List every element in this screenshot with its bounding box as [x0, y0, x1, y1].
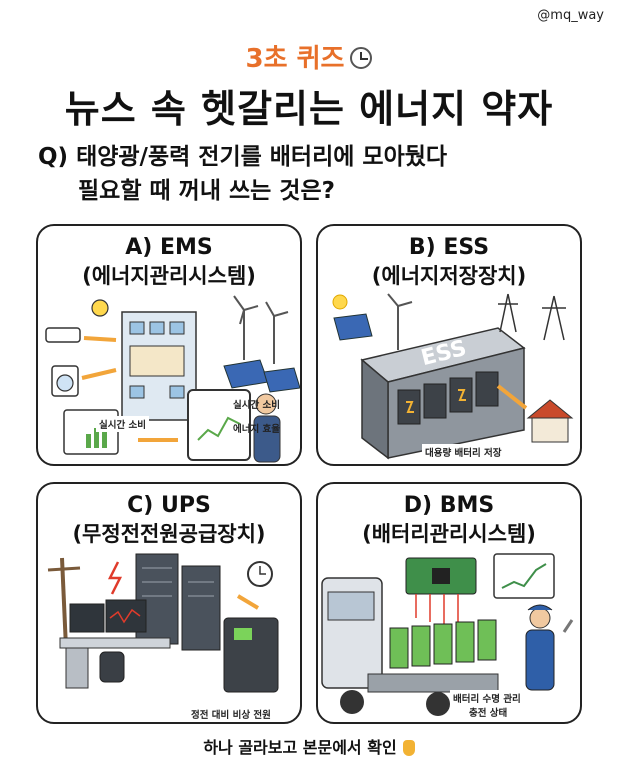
- option-card-b[interactable]: B) ESS (에너지저장장치) ESS 대용량 배터리 저장: [316, 224, 582, 466]
- wrench-icon: [562, 619, 574, 633]
- ems-label-tablet: 실시간 소비: [233, 400, 281, 411]
- air-conditioner-icon: [45, 327, 81, 343]
- person-icon: [255, 393, 277, 415]
- option-c-title: C) UPS: [127, 493, 211, 518]
- option-card-a[interactable]: A) EMS (에너지관리시스템): [36, 224, 302, 466]
- ems-label-efficiency: 에너지 효율: [233, 424, 281, 435]
- account-handle: @mq_way: [537, 8, 604, 23]
- ess-illustration: [332, 293, 574, 460]
- bms-label-lifespan: 배터리 수명 관리: [450, 690, 524, 706]
- house-icon: [526, 399, 574, 419]
- solar-panel-icon: [223, 359, 269, 389]
- pointing-hand-icon: [402, 740, 415, 756]
- option-c-subtitle: (무정전전원공급장치): [72, 522, 266, 546]
- option-card-d[interactable]: D) BMS (배터리관리시스템) 배터리 수명 관리 충전 상태: [316, 482, 582, 724]
- ups-label: 정전 대비 비상 전원: [188, 706, 274, 722]
- ups-illustration: [47, 553, 279, 693]
- bms-illustration: [321, 553, 574, 716]
- battery-icon: [389, 627, 409, 669]
- option-a-subtitle: (에너지관리시스템): [82, 264, 256, 288]
- option-d-subtitle: (배터리관리시스템): [362, 522, 536, 546]
- bms-label-charge: 충전 상태: [466, 704, 511, 720]
- desk-icon: [59, 637, 171, 649]
- utility-pole-icon: [60, 557, 68, 649]
- tablet-icon: [187, 389, 251, 461]
- question-line-1: Q) 태양광/풍력 전기를 배터리에 모아뒀다: [38, 144, 448, 170]
- option-b-subtitle: (에너지저장장치): [371, 264, 527, 288]
- option-card-c[interactable]: C) UPS (무정전전원공급장치) 정전 대비 비상 전원: [36, 482, 302, 724]
- footer-text: 하나 골라보고 본문에서 확인: [203, 738, 397, 757]
- footer: 하나 골라보고 본문에서 확인: [0, 734, 618, 758]
- lightning-icon: [107, 561, 123, 595]
- chair-icon: [99, 651, 125, 683]
- option-a-title: A) EMS: [125, 235, 213, 260]
- ems-label-monitor: 실시간 소비: [96, 416, 150, 432]
- quiz-tag-label: 3초 퀴즈: [245, 44, 345, 74]
- power-pylon-icon: [498, 293, 518, 333]
- question-line-2: 필요할 때 꺼내 쓰는 것은?: [78, 178, 335, 204]
- desktop-monitor-icon: [69, 603, 105, 633]
- monitor-icon: [493, 553, 555, 599]
- quiz-tag: 3초 퀴즈: [0, 38, 618, 75]
- solar-panel-icon: [333, 313, 373, 341]
- ess-storage-label: 대용량 배터리 저장: [422, 444, 505, 460]
- question: Q) 태양광/풍력 전기를 배터리에 모아뒀다 필요할 때 꺼내 쓰는 것은?: [38, 140, 598, 208]
- light-bulb-icon: [91, 299, 109, 317]
- option-d-title: D) BMS: [403, 493, 495, 518]
- option-b-title: B) ESS: [408, 235, 490, 260]
- sun-icon: [332, 294, 348, 310]
- page-title: 뉴스 속 헷갈리는 에너지 약자: [64, 87, 554, 131]
- technician-icon: [529, 607, 551, 629]
- clock-icon: [350, 47, 373, 69]
- ems-illustration: [45, 295, 300, 463]
